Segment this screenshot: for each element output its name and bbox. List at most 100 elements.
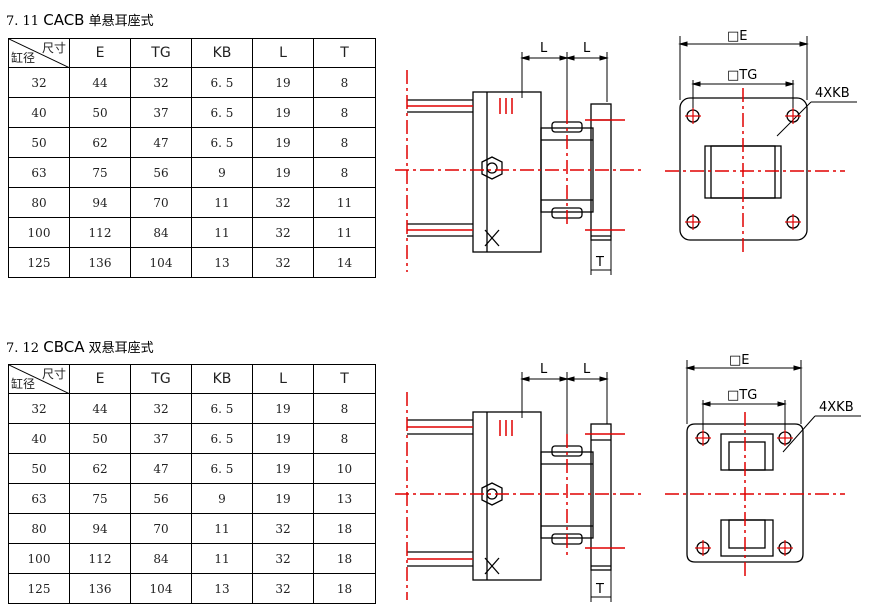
side-view-drawing-cacb: L L T bbox=[395, 41, 645, 275]
column-header: KB bbox=[191, 364, 253, 394]
table-cell: 63 bbox=[8, 157, 70, 188]
dim-label-l-left: L bbox=[540, 362, 548, 377]
table-cell: 32 bbox=[130, 67, 192, 98]
corner-label-bore: 缸径 bbox=[11, 51, 36, 65]
column-header: KB bbox=[191, 38, 253, 68]
table-cell: 19 bbox=[252, 393, 314, 424]
table-cell: 32 bbox=[130, 393, 192, 424]
table-cell: 112 bbox=[69, 217, 131, 248]
table-cell: 9 bbox=[191, 157, 253, 188]
table-cell: 56 bbox=[130, 483, 192, 514]
table-cell: 11 bbox=[191, 187, 253, 218]
table-cell: 37 bbox=[130, 423, 192, 454]
table-cell: 63 bbox=[8, 483, 70, 514]
dim-label-l-right: L bbox=[583, 41, 591, 56]
table-cell: 11 bbox=[191, 543, 253, 574]
table-cell: 19 bbox=[252, 453, 314, 484]
table-cell: 8 bbox=[313, 127, 376, 158]
table-cell: 94 bbox=[69, 187, 131, 218]
table-cell: 125 bbox=[8, 247, 70, 278]
corner-label-dimension: 尺寸 bbox=[41, 367, 66, 381]
dim-label-l-left: L bbox=[540, 41, 548, 56]
front-view-drawing-cacb: □E □TG 4XKB bbox=[665, 29, 857, 252]
column-header: T bbox=[313, 364, 376, 394]
table-cell: 75 bbox=[69, 157, 131, 188]
table-cell: 40 bbox=[8, 423, 70, 454]
mount-type-name: 双悬耳座式 bbox=[88, 341, 154, 356]
table-corner-cell: 尺寸 缸径 bbox=[8, 364, 70, 394]
table-cell: 32 bbox=[8, 67, 70, 98]
table-cell: 32 bbox=[252, 247, 314, 278]
table-header-row: 尺寸 缸径 E TG KB L T bbox=[8, 364, 376, 394]
table-cell: 62 bbox=[69, 127, 131, 158]
table-cell: 104 bbox=[130, 247, 192, 278]
table-cell: 19 bbox=[252, 483, 314, 514]
hole-note: 4XKB bbox=[815, 86, 850, 101]
side-view-drawing-cbca: L L T bbox=[395, 362, 645, 602]
table-cell: 84 bbox=[130, 217, 192, 248]
table-cell: 6. 5 bbox=[191, 423, 253, 454]
table-cell: 6. 5 bbox=[191, 393, 253, 424]
table-cell: 18 bbox=[313, 573, 376, 604]
table-cell: 18 bbox=[313, 513, 376, 544]
table-cell: 100 bbox=[8, 543, 70, 574]
table-cell: 100 bbox=[8, 217, 70, 248]
column-header: L bbox=[252, 364, 314, 394]
table-cell: 32 bbox=[252, 573, 314, 604]
table-cell: 50 bbox=[8, 453, 70, 484]
table-corner-cell: 尺寸 缸径 bbox=[8, 38, 70, 68]
table-cell: 19 bbox=[252, 97, 314, 128]
table-cell: 18 bbox=[313, 543, 376, 574]
table-cell: 47 bbox=[130, 127, 192, 158]
dim-label-l-right: L bbox=[583, 362, 591, 377]
front-view-drawing-cbca: □E □TG 4XKB bbox=[665, 353, 861, 578]
table-cell: 136 bbox=[69, 247, 131, 278]
section-title-cbca: 7. 12 CBCA 双悬耳座式 bbox=[6, 337, 154, 356]
table-cell: 8 bbox=[313, 423, 376, 454]
table-cell: 10 bbox=[313, 453, 376, 484]
dim-label-tg: □TG bbox=[727, 388, 757, 403]
table-cell: 9 bbox=[191, 483, 253, 514]
corner-label-bore: 缸径 bbox=[11, 377, 36, 391]
table-cell: 70 bbox=[130, 187, 192, 218]
table-cell: 80 bbox=[8, 187, 70, 218]
table-cell: 19 bbox=[252, 67, 314, 98]
table-cell: 14 bbox=[313, 247, 376, 278]
table-cell: 6. 5 bbox=[191, 127, 253, 158]
table-cell: 32 bbox=[8, 393, 70, 424]
table-cell: 94 bbox=[69, 513, 131, 544]
table-cell: 104 bbox=[130, 573, 192, 604]
column-header: E bbox=[69, 38, 131, 68]
section-number: 7. 12 bbox=[6, 341, 40, 356]
dim-label-e: □E bbox=[727, 29, 748, 44]
table-cell: 80 bbox=[8, 513, 70, 544]
mount-type-name: 单悬耳座式 bbox=[88, 14, 154, 29]
table-cell: 37 bbox=[130, 97, 192, 128]
table-cell: 44 bbox=[69, 393, 131, 424]
section-number: 7. 11 bbox=[6, 14, 40, 29]
table-cell: 32 bbox=[252, 543, 314, 574]
model-code: CACB bbox=[43, 11, 85, 29]
table-cell: 50 bbox=[8, 127, 70, 158]
table-cell: 50 bbox=[69, 423, 131, 454]
table-cell: 125 bbox=[8, 573, 70, 604]
table-cell: 19 bbox=[252, 157, 314, 188]
column-header: T bbox=[313, 38, 376, 68]
table-cell: 6. 5 bbox=[191, 97, 253, 128]
table-cell: 32 bbox=[252, 217, 314, 248]
table-cell: 19 bbox=[252, 127, 314, 158]
corner-label-dimension: 尺寸 bbox=[41, 41, 66, 55]
table-cell: 70 bbox=[130, 513, 192, 544]
table-cell: 8 bbox=[313, 67, 376, 98]
